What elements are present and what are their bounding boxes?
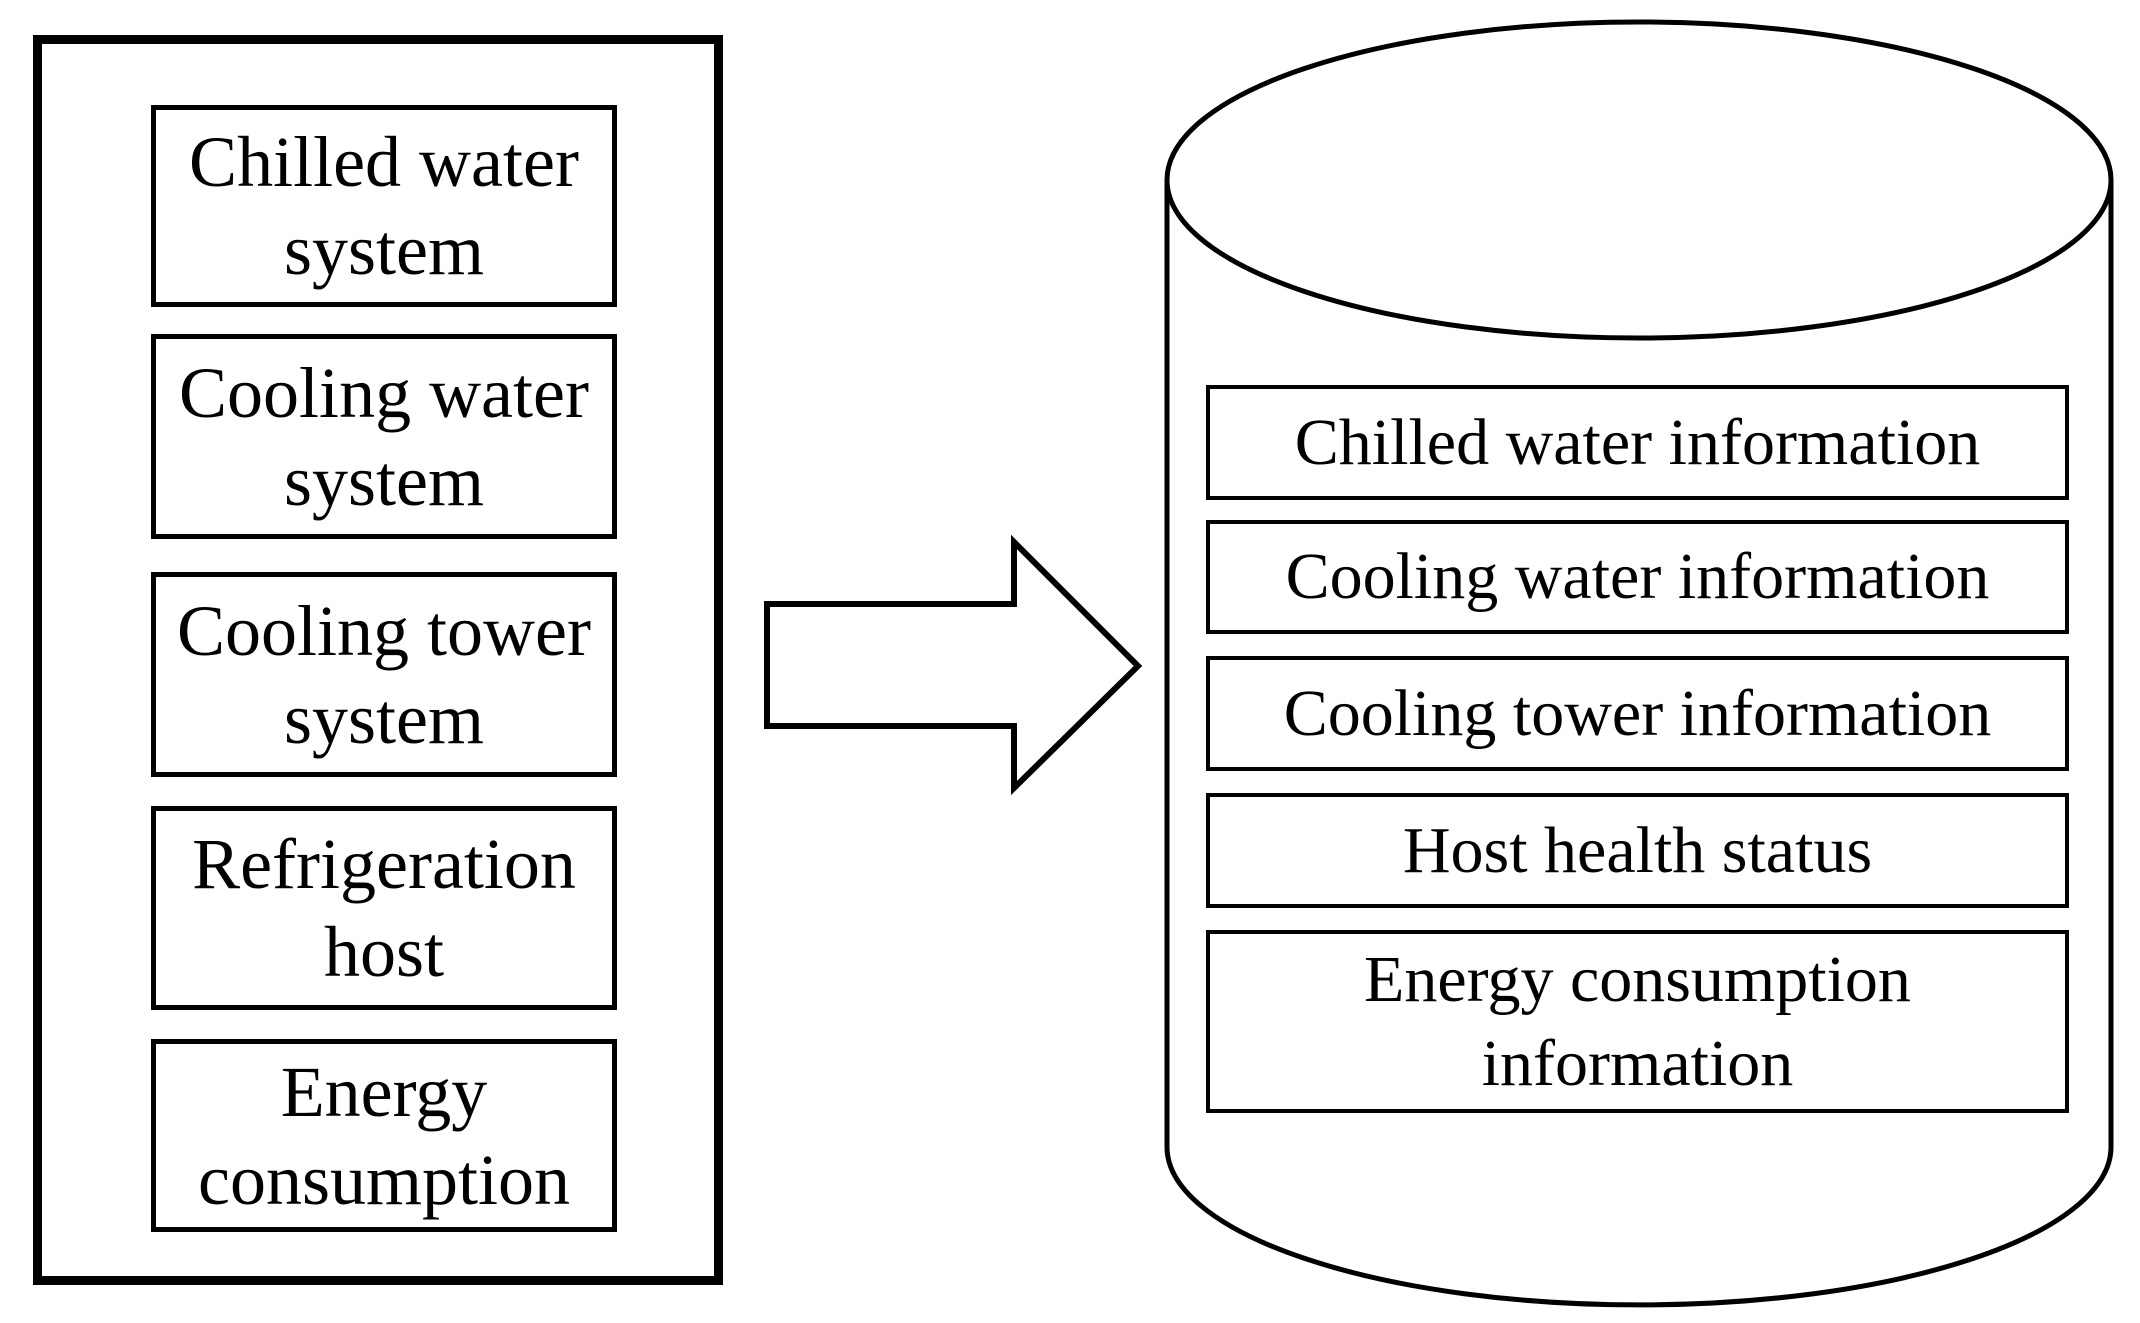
chilled-water-information-box: Chilled water information	[1206, 385, 2069, 500]
cooling-water-information-box: Cooling water information	[1206, 520, 2069, 634]
box-label-line1: Refrigeration	[192, 824, 576, 904]
info-label-line1: Host health status	[1402, 813, 1873, 887]
info-label-line1: Cooling tower information	[1283, 676, 1992, 750]
info-label-line2: information	[1481, 1026, 1794, 1100]
box-label-line2: system	[283, 440, 484, 521]
box-label-line2: system	[283, 678, 484, 759]
box-label-line2: system	[283, 210, 484, 290]
box-label-line1: Cooling water	[179, 352, 589, 433]
cooling-tower-information-box: Cooling tower information	[1206, 656, 2069, 771]
info-label-line1: Chilled water information	[1294, 405, 1981, 479]
box-label-line1: Chilled water	[189, 122, 579, 202]
cylinder-top	[1164, 19, 2114, 341]
box-label-line2: consumption	[198, 1139, 570, 1220]
box-label-line2: host	[323, 912, 445, 992]
info-label-line1: Energy consumption	[1364, 942, 1911, 1016]
energy-consumption-information-box: Energy consumption information	[1206, 930, 2069, 1113]
box-label-line1: Energy	[280, 1051, 488, 1132]
host-health-status-box: Host health status	[1206, 793, 2069, 908]
info-label-line1: Cooling water information	[1285, 540, 1990, 613]
source-systems-frame	[33, 35, 723, 1285]
right-arrow-icon	[764, 534, 1143, 796]
box-label-line1: Cooling tower	[177, 590, 591, 671]
